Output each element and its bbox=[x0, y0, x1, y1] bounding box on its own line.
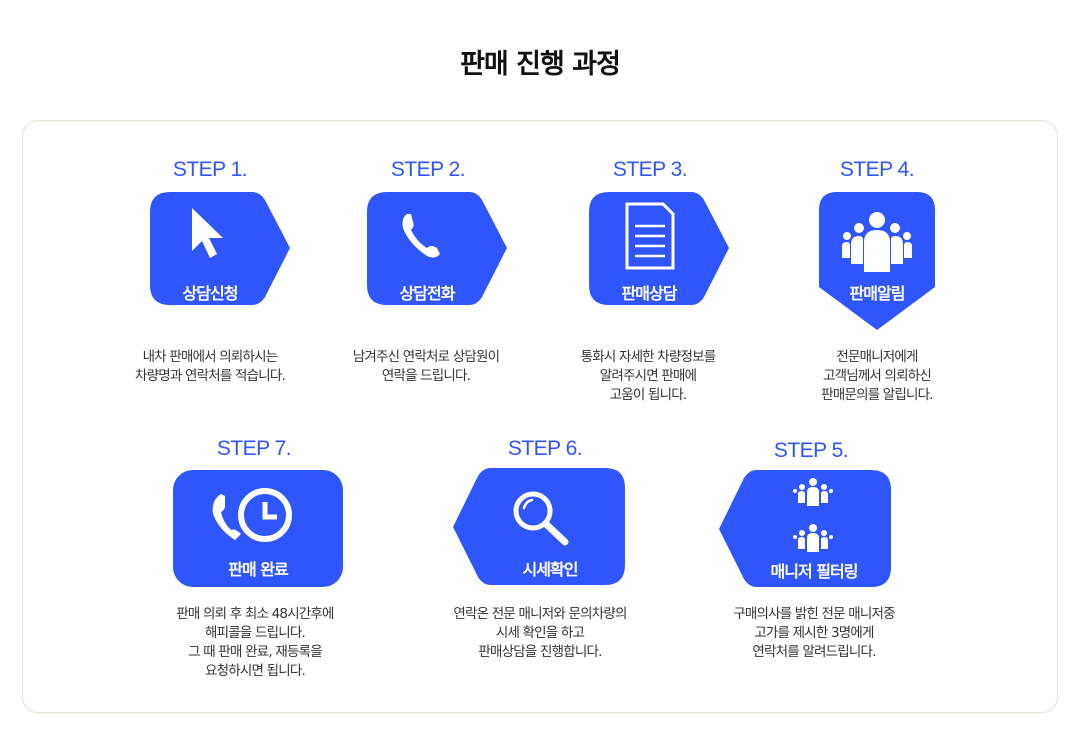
description-line: 통화시 자세한 차량정보를 bbox=[580, 349, 717, 365]
description-line: 구매의사를 밝힌 전문 매니저중 bbox=[733, 606, 895, 622]
description-line: 판매 의뢰 후 최소 48시간후에 bbox=[176, 606, 334, 622]
document-icon bbox=[625, 202, 675, 270]
group-icon bbox=[842, 212, 912, 272]
step-4-heading: STEP 4. bbox=[839, 158, 915, 181]
step-3-label: 판매상담 bbox=[621, 284, 678, 303]
step-4-badge bbox=[819, 192, 935, 330]
page-title: 판매 진행 과정 bbox=[460, 49, 621, 80]
description-line: 고객님께서 의뢰하신 bbox=[822, 368, 932, 384]
description-line: 남겨주신 연락처로 상담원이 bbox=[352, 349, 500, 365]
description-line: 판매문의를 알립니다. bbox=[821, 387, 933, 403]
step-4-label: 판매알림 bbox=[849, 284, 906, 303]
cursor-icon bbox=[192, 208, 223, 258]
description-line: 내차 판매에서 의뢰하시는 bbox=[142, 349, 279, 365]
description-line: 전문매니저에게 bbox=[836, 349, 918, 365]
step-6-badge bbox=[453, 468, 625, 585]
phone-clock-icon bbox=[212, 488, 292, 542]
description-line: 연락을 드립니다. bbox=[381, 368, 471, 384]
step-1-badge bbox=[150, 192, 290, 305]
step-3-heading: STEP 3. bbox=[612, 158, 688, 181]
step-3-badge bbox=[589, 192, 729, 305]
process-panel bbox=[22, 120, 1058, 713]
step-7-label: 판매 완료 bbox=[228, 560, 288, 579]
description-line: 고움이 됩니다. bbox=[609, 387, 688, 403]
step-2-label: 상담전화 bbox=[399, 284, 456, 303]
step-1-heading: STEP 1. bbox=[172, 158, 248, 181]
step-7-heading: STEP 7. bbox=[216, 437, 292, 460]
step-5-heading: STEP 5. bbox=[773, 439, 849, 462]
description-line: 연락처를 알려드립니다. bbox=[752, 644, 876, 660]
description-line: 고가를 제시한 3명에게 bbox=[754, 625, 874, 641]
step-5-label: 매니저 필터링 bbox=[770, 562, 859, 581]
description-line: 차량명과 연락처를 적습니다. bbox=[135, 368, 286, 384]
step-2-heading: STEP 2. bbox=[390, 158, 466, 181]
description-line: 요청하시면 됩니다. bbox=[205, 663, 306, 679]
description-line: 연락온 전문 매니저와 문의차량의 bbox=[453, 606, 627, 622]
group-icon bbox=[793, 478, 833, 552]
description-line: 해피콜을 드립니다. bbox=[205, 625, 306, 641]
phone-icon bbox=[402, 214, 440, 258]
description-line: 알려주시면 판매에 bbox=[599, 368, 697, 384]
step-2-badge bbox=[367, 192, 507, 305]
step-7-badge bbox=[173, 470, 343, 587]
step-5-badge bbox=[719, 470, 891, 587]
description-line: 시세 확인을 하고 bbox=[495, 625, 585, 641]
step-1-label: 상담신청 bbox=[182, 284, 239, 303]
description-line: 그 때 판매 완료, 재등록을 bbox=[188, 644, 322, 660]
step-6-label: 시세확인 bbox=[522, 560, 579, 579]
search-icon bbox=[513, 491, 569, 546]
step-6-heading: STEP 6. bbox=[507, 437, 583, 460]
description-line: 판매상담을 진행합니다. bbox=[478, 644, 602, 660]
